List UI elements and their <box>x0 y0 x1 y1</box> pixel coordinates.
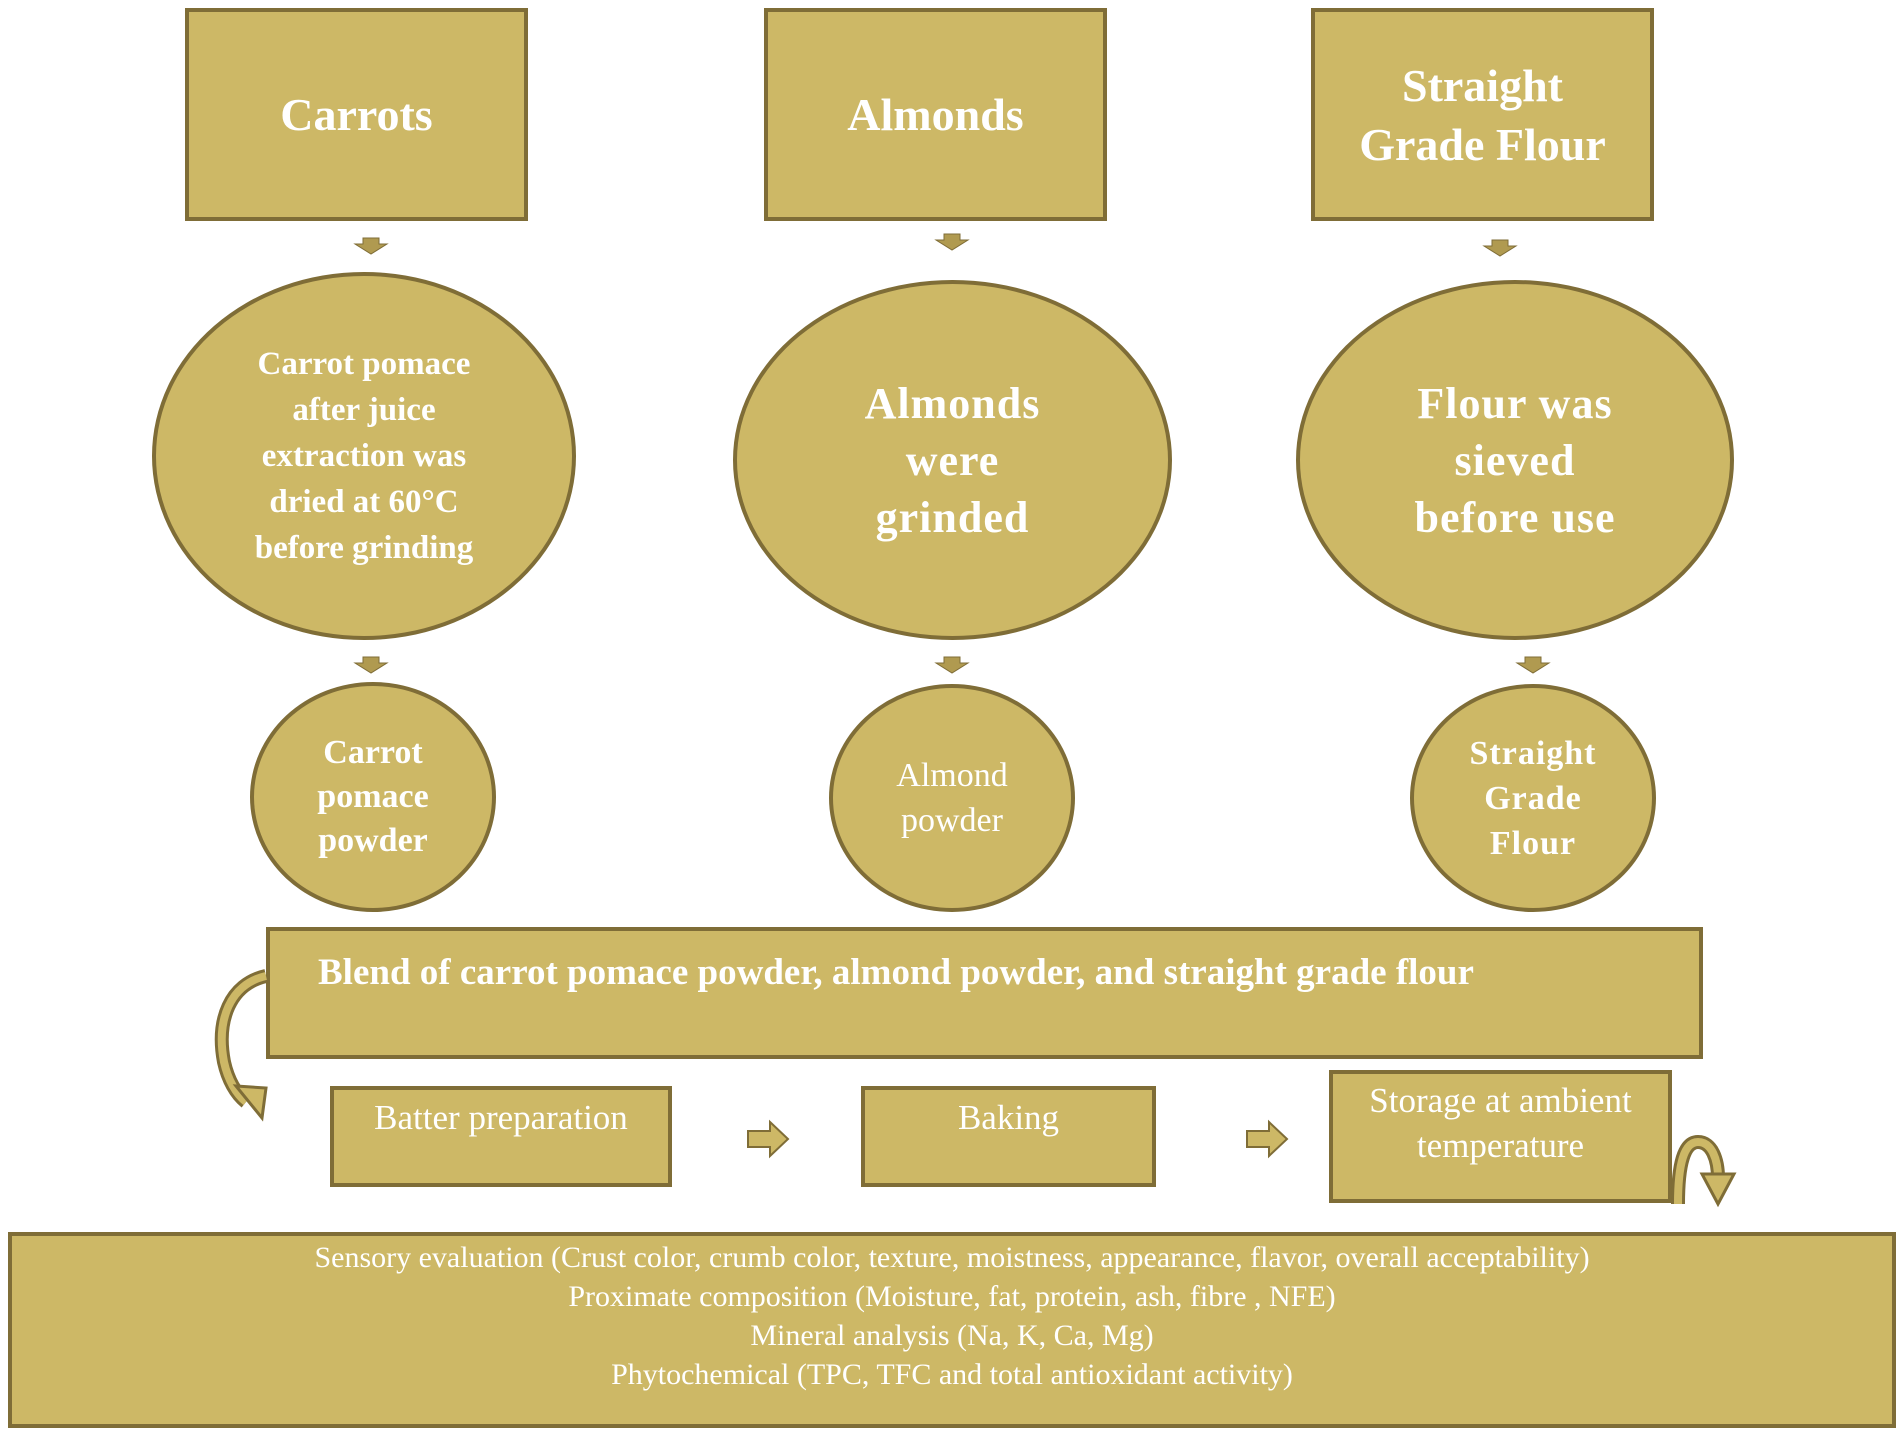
blend-box: Blend of carrot pomace powder, almond po… <box>266 927 1703 1059</box>
almonds-box: Almonds <box>764 8 1107 221</box>
almond-processing-line-2: were <box>905 435 1000 485</box>
storage-label-line-1: Storage at ambient <box>1369 1081 1632 1120</box>
carrot-processing-line-3: extraction was <box>261 438 467 474</box>
flour-label-line-1: Straight <box>1401 59 1563 111</box>
carrot-processing-line-5: before grinding <box>254 530 474 566</box>
analysis-line-sensory: Sensory evaluation (Crust color, crumb c… <box>314 1241 1590 1274</box>
curved-arrow-icon <box>214 969 268 1122</box>
straight-grade-flour-circle: Straight Grade Flour <box>1410 684 1656 912</box>
down-arrow-icon <box>1482 239 1518 257</box>
almond-product-line-2: powder <box>901 802 1003 839</box>
carrot-product-line-1: Carrot <box>323 734 423 771</box>
almond-powder-circle: Almond powder <box>829 684 1075 912</box>
analysis-line-mineral: Mineral analysis (Na, K, Ca, Mg) <box>750 1319 1154 1352</box>
flour-processing-oval: Flour was sieved before use <box>1296 280 1734 640</box>
analysis-box: Sensory evaluation (Crust color, crumb c… <box>8 1232 1896 1428</box>
flour-product-line-3: Flour <box>1489 824 1577 862</box>
baking-box: Baking <box>861 1086 1156 1187</box>
flour-product-line-1: Straight <box>1469 734 1597 772</box>
analysis-line-proximate: Proximate composition (Moisture, fat, pr… <box>568 1280 1336 1313</box>
flour-processing-line-3: before use <box>1414 492 1616 542</box>
analysis-line-phytochemical: Phytochemical (TPC, TFC and total antiox… <box>611 1358 1293 1391</box>
baking-label: Baking <box>957 1098 1060 1137</box>
almond-processing-line-3: grinded <box>875 492 1030 542</box>
blend-label: Blend of carrot pomace powder, almond po… <box>318 952 1474 993</box>
batter-label: Batter preparation <box>374 1098 628 1137</box>
storage-label-line-2: temperature <box>1416 1126 1585 1165</box>
almond-processing-line-1: Almonds <box>864 378 1041 428</box>
down-arrow-icon <box>934 233 970 251</box>
down-arrow-icon <box>934 656 970 674</box>
flour-processing-line-2: sieved <box>1454 435 1576 485</box>
carrot-pomace-powder-circle: Carrot pomace powder <box>250 682 496 912</box>
storage-box: Storage at ambient temperature <box>1329 1070 1672 1203</box>
carrot-processing-line-2: after juice <box>292 392 436 428</box>
carrots-label: Carrots <box>280 89 433 140</box>
flour-label-line-2: Grade Flour <box>1359 118 1606 170</box>
almonds-label: Almonds <box>847 89 1024 140</box>
right-arrow-icon <box>747 1119 790 1159</box>
carrot-product-line-2: pomace <box>317 778 429 815</box>
flour-processing-line-1: Flour was <box>1417 378 1613 428</box>
carrot-product-line-3: powder <box>318 822 428 859</box>
down-arrow-icon <box>353 237 389 255</box>
right-arrow-icon <box>1246 1119 1289 1159</box>
carrots-box: Carrots <box>185 8 528 221</box>
curved-arrow-icon <box>1671 1134 1737 1208</box>
carrot-processing-oval: Carrot pomace after juice extraction was… <box>152 272 576 640</box>
carrot-processing-line-4: dried at 60°C <box>269 484 459 520</box>
straight-grade-flour-box: Straight Grade Flour <box>1311 8 1654 221</box>
almond-processing-oval: Almonds were grinded <box>733 280 1172 640</box>
batter-preparation-box: Batter preparation <box>330 1086 672 1187</box>
flour-product-line-2: Grade <box>1484 779 1582 817</box>
down-arrow-icon <box>1515 656 1551 674</box>
carrot-processing-line-1: Carrot pomace <box>257 346 471 382</box>
down-arrow-icon <box>353 656 389 674</box>
almond-product-line-1: Almond <box>896 757 1008 794</box>
